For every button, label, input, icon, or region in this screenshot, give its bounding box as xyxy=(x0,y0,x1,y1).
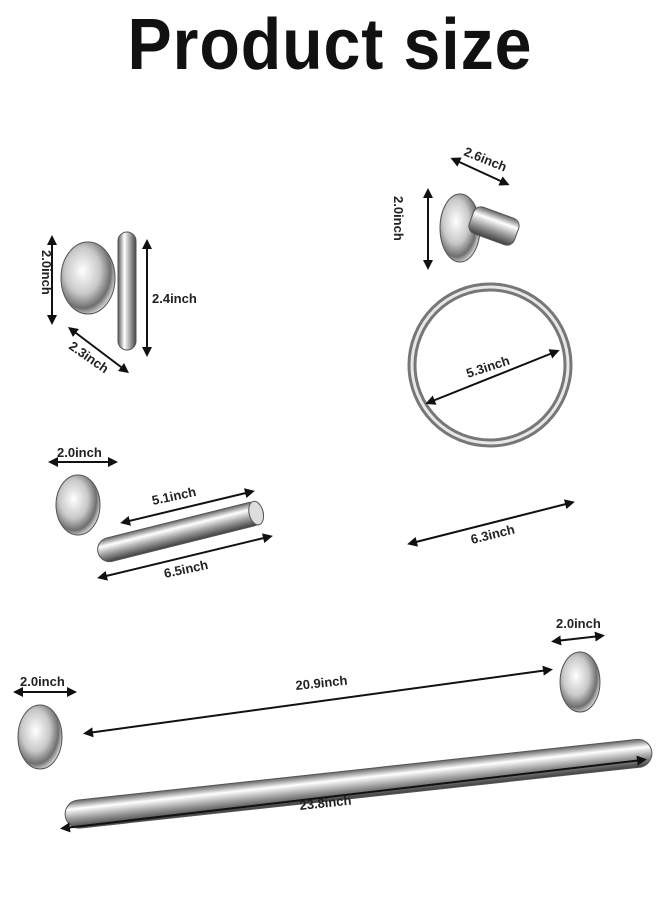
towel-ring-width-label: 6.3inch xyxy=(469,522,516,547)
towel-ring-width-arrow xyxy=(407,499,575,547)
towel-bar-inner-label: 20.9inch xyxy=(295,673,348,693)
paper-holder-base-label: 2.0inch xyxy=(57,445,102,460)
towel-ring-diameter-label: 5.3inch xyxy=(464,353,511,381)
towel-bar-right-base-label: 2.0inch xyxy=(556,616,601,631)
robe-hook-length-label: 2.4inch xyxy=(152,291,197,306)
paper-holder-base xyxy=(55,474,101,536)
towel-ring-base-depth-arrow xyxy=(450,157,510,186)
page-title: Product size xyxy=(127,5,533,85)
towel-bar-left-base-label: 2.0inch xyxy=(20,674,65,689)
robe-hook: 2.0inch 2.4inch 2.3inch xyxy=(39,231,197,376)
towel-ring: 2.0inch 2.6inch 5.3inch 6.3inch xyxy=(391,144,575,547)
towel-bar-total-arrow xyxy=(60,755,647,833)
robe-hook-depth-arrow xyxy=(68,326,129,374)
towel-bar-right-base-arrow xyxy=(551,631,605,646)
paper-holder-rod-label: 5.1inch xyxy=(151,484,198,508)
towel-ring-base-height-label: 2.0inch xyxy=(391,196,406,241)
towel-ring-base-depth-label: 2.6inch xyxy=(462,144,509,175)
paper-holder: 2.0inch 5.1inch 6.5inch xyxy=(48,445,273,581)
towel-ring-diameter-arrow xyxy=(425,349,560,405)
towel-bar-total-label: 23.8inch xyxy=(299,793,352,813)
towel-bar: 2.0inch 2.0inch 20.9inch 23.8inch xyxy=(13,616,653,833)
towel-bar-right-base xyxy=(559,651,601,713)
paper-holder-total-arrow xyxy=(97,533,273,581)
towel-ring-arm xyxy=(468,206,520,246)
robe-hook-post xyxy=(117,231,137,351)
robe-hook-height-label: 2.0inch xyxy=(39,250,54,295)
towel-bar-left-base xyxy=(17,704,63,770)
paper-holder-rod-arrow xyxy=(120,488,255,526)
robe-hook-base xyxy=(60,241,116,315)
towel-bar-rod xyxy=(64,738,653,829)
towel-bar-inner-arrow xyxy=(83,665,553,738)
